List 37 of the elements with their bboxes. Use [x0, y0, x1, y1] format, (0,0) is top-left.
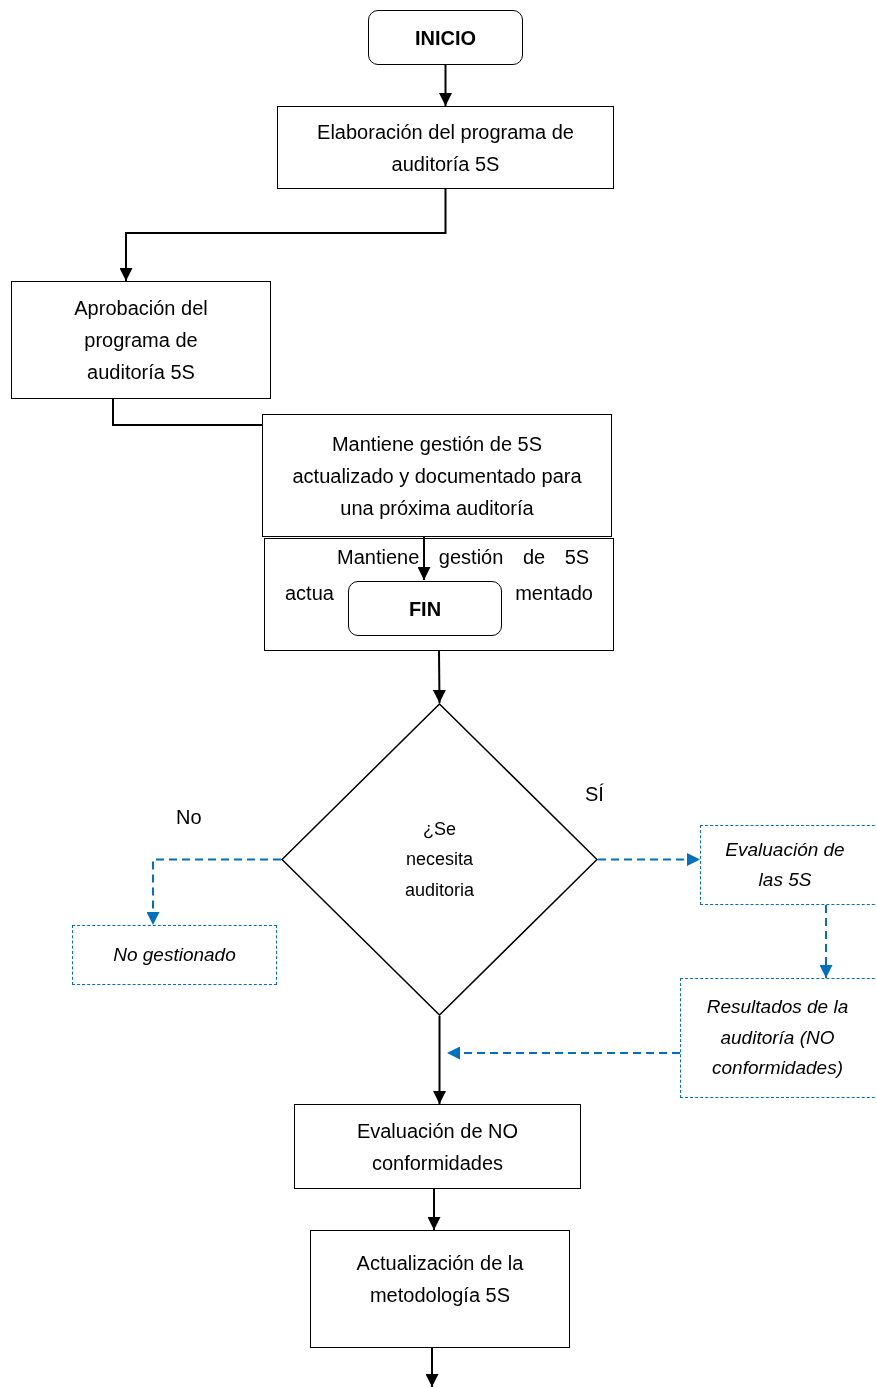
arrow: [432, 650, 446, 704]
process-box: [264, 538, 614, 651]
node-text: Mantiene gestión de 5S actualizado y documentado para una próxima auditoría: [291, 431, 583, 521]
node-text: INICIO: [414, 25, 477, 51]
node-text: Actualización de la metodología 5S: [355, 1251, 525, 1308]
node-text: actua: [285, 581, 334, 606]
arrow: [819, 904, 833, 979]
start-terminal: [368, 10, 523, 65]
node-text: Resultados de la auditoría (NO conformidades): [705, 995, 850, 1081]
node-text: FIN: [408, 596, 442, 622]
arrow: [146, 858, 282, 926]
arrow: [427, 1188, 441, 1231]
node-text: mentado: [515, 581, 593, 606]
node-text: Evaluación de NO conformidades: [355, 1118, 520, 1176]
node-text: Aprobación del programa de auditoría 5S: [73, 296, 209, 385]
node-text: No gestionado: [113, 942, 236, 967]
node-text: Evaluación de las 5S: [724, 837, 846, 892]
node-text: ¿Se necesita auditoria: [403, 817, 475, 902]
process-box: [294, 1104, 581, 1189]
arrow: [597, 853, 701, 866]
process-box: [262, 414, 612, 537]
connector-line: [112, 398, 263, 426]
dashed-box: [680, 978, 877, 1098]
node-text: Elaboración del programa de auditoría 5S: [316, 119, 575, 177]
process-box: [11, 281, 271, 399]
arrow: [433, 1015, 446, 1105]
process-box: [277, 106, 614, 189]
arrow: [425, 1347, 439, 1387]
arrow: [439, 64, 452, 107]
end-terminal: [348, 581, 502, 636]
process-box: [310, 1230, 570, 1348]
arrow: [417, 536, 431, 581]
arrow: [446, 1046, 681, 1060]
arrow: [119, 188, 447, 282]
node-text: Mantiene gestión de 5S: [337, 545, 590, 570]
dashed-box: [700, 825, 877, 905]
dashed-box: [72, 925, 277, 985]
